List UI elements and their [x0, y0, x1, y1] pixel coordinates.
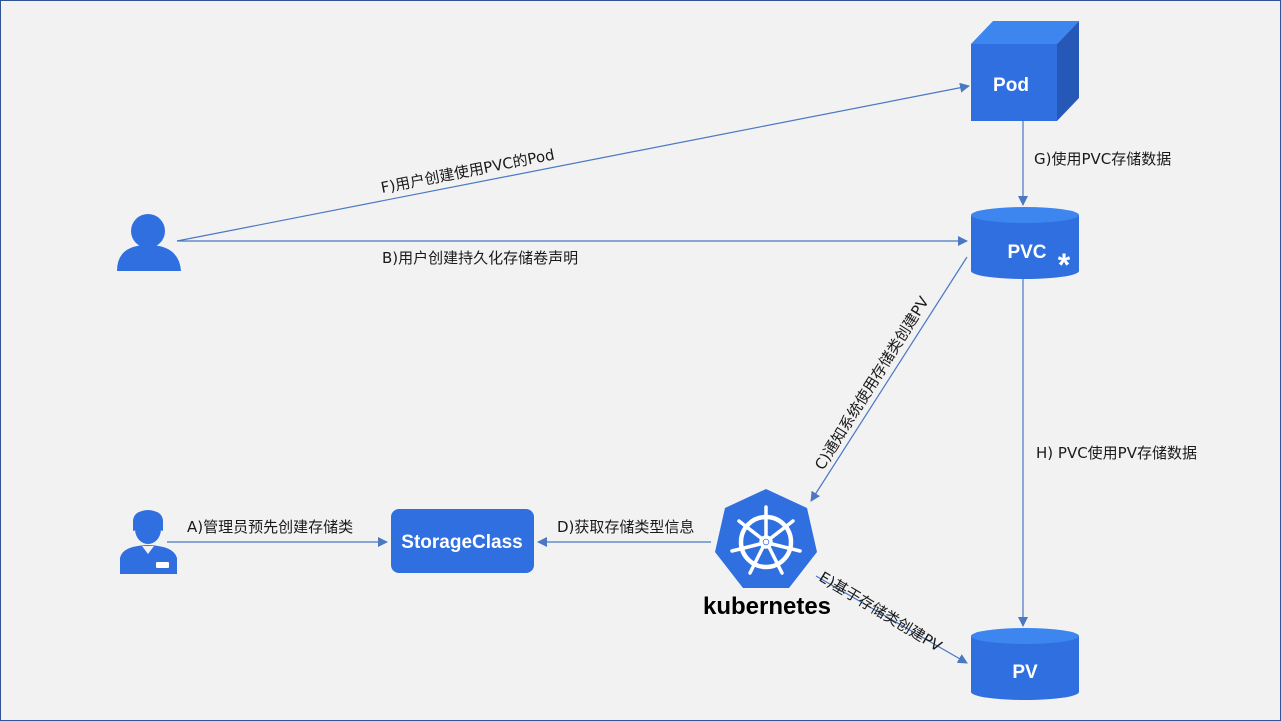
edge-g-label: G)使用PVC存储数据: [1034, 150, 1171, 168]
pod-label: Pod: [993, 75, 1029, 96]
edge-b-label: B)用户创建持久化存储卷声明: [382, 249, 578, 267]
pvc-label: PVC: [1007, 242, 1046, 263]
storageclass-label: StorageClass: [401, 532, 522, 553]
edge-c-arrow: [810, 256, 968, 502]
pvc-asterisk: *: [1058, 247, 1071, 283]
edge-d-label: D)获取存储类型信息: [557, 518, 694, 536]
pvc-node: PVC *: [971, 207, 1079, 283]
edge-e-label: E)基于存储类创建PV: [816, 568, 946, 656]
edge-e-arrow: [815, 575, 968, 664]
pod-node: Pod: [971, 21, 1079, 121]
pv-node: PV: [971, 628, 1079, 700]
edge-a-label: A)管理员预先创建存储类: [187, 518, 353, 536]
edge-f-label: F)用户创建使用PVC的Pod: [379, 146, 556, 197]
edge-f-arrow: [176, 82, 970, 242]
edge-c-label: C)通知系统使用存储类创建PV: [811, 293, 933, 473]
storageclass-node: StorageClass: [391, 509, 534, 573]
pv-label: PV: [1012, 662, 1038, 683]
edge-h-label: H) PVC使用PV存储数据: [1036, 444, 1197, 462]
admin-icon: [120, 510, 177, 574]
user-icon: [117, 214, 181, 271]
kubernetes-helm-icon: [715, 489, 817, 588]
kubernetes-label: kubernetes: [703, 593, 831, 620]
